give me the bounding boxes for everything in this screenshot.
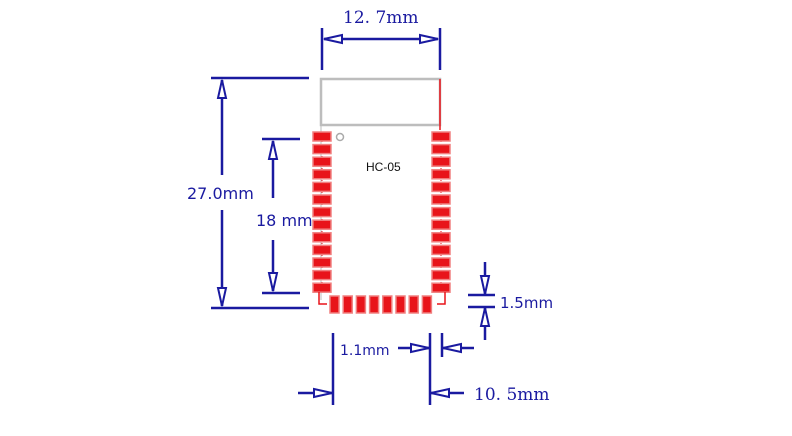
pad [431,194,451,205]
pad [312,131,332,142]
pad-pitch-horizontal-label: 1.1mm [340,343,390,359]
pad [312,143,332,155]
pad [342,295,353,314]
pad [395,295,406,314]
pad [312,194,332,205]
pad [382,295,393,314]
pad [312,219,332,230]
antenna-area [319,77,442,127]
dimension-height-total: 27.0mm [187,76,309,310]
pad [431,282,451,293]
pad [431,244,451,256]
pad [355,295,367,314]
right-pad-column [431,131,451,293]
left-pad-column [312,131,332,293]
pad [312,257,332,268]
pad [368,295,380,314]
pad [329,295,340,314]
pad [421,295,433,314]
dimension-pad-pitch-vertical: 1.5mm [468,262,553,340]
pad [312,244,332,256]
pad [408,295,419,314]
width-top-label: 12. 7mm [343,8,419,28]
pad [431,219,451,230]
module-label: HC-05 [366,160,401,174]
pad [431,257,451,268]
pad [431,181,451,193]
bottom-pad-row [329,295,433,314]
dimension-width-top: 12. 7mm [320,8,442,70]
pin1-marker-icon [335,132,345,142]
pad [431,156,451,167]
module-outline [319,77,442,300]
pad [431,131,451,142]
pad [312,181,332,193]
pad-pitch-vertical-label: 1.5mm [500,294,553,312]
pad [312,232,332,243]
dimension-pad-span: 18 mm [256,137,313,295]
pad [312,169,332,180]
bottom-width-label: 10. 5mm [474,385,550,405]
pad [312,282,332,293]
pad [312,206,332,218]
pad [431,269,451,281]
pad [431,232,451,243]
pad [312,269,332,281]
dimension-bottom: 1.1mm 10. 5mm [298,333,550,405]
pad [431,206,451,218]
pad [431,143,451,155]
pad [431,169,451,180]
pad-span-label: 18 mm [256,211,313,230]
pad [312,156,332,167]
height-total-label: 27.0mm [187,184,254,203]
